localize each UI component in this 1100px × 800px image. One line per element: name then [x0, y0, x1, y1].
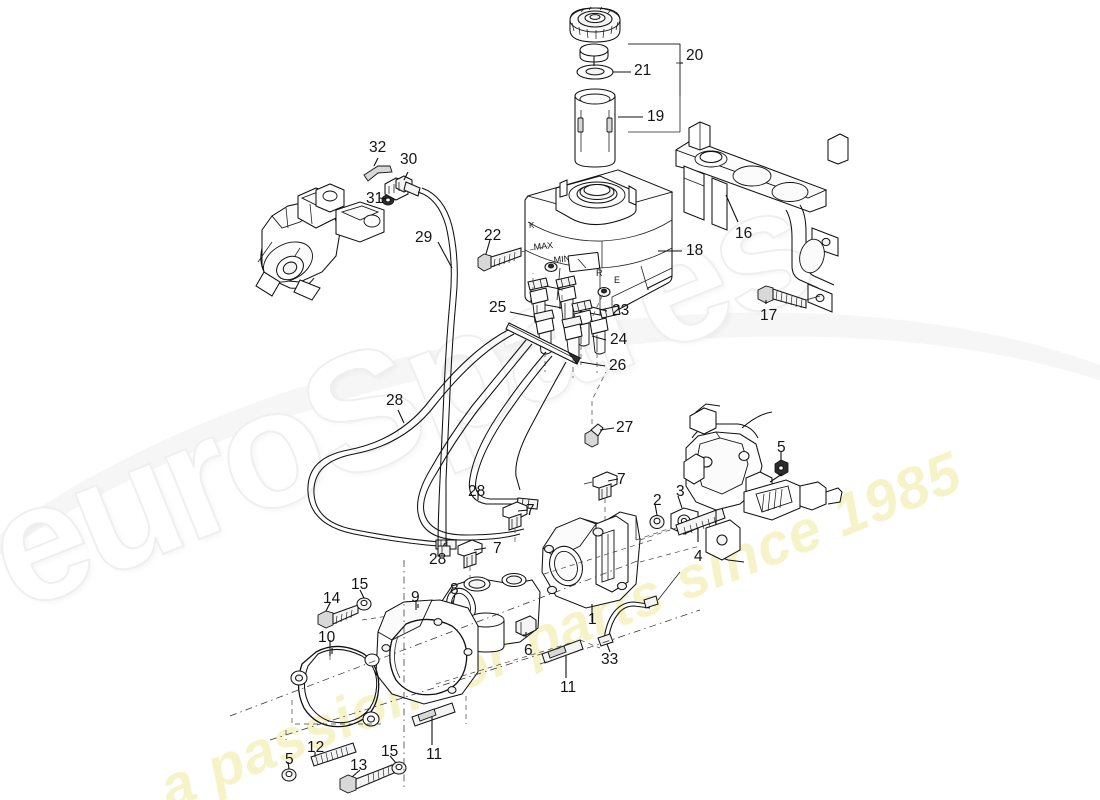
callout-11-b: 11: [426, 746, 443, 763]
callout-13: 13: [350, 757, 368, 774]
sleeve-23: [571, 299, 593, 313]
steering-knuckle-assembly: [683, 403, 843, 563]
elbow-union-7a: [583, 471, 619, 501]
callout-26: 26: [609, 357, 627, 374]
washer-15a: [356, 589, 372, 611]
reservoir-cap-20: [569, 6, 621, 66]
stud-4: [639, 507, 726, 542]
bolt-27: [584, 371, 615, 448]
callout-28-c: 28: [429, 551, 447, 568]
elbow-union-7c: [457, 539, 487, 569]
stud-12: [310, 742, 357, 767]
callout-20: 20: [686, 47, 704, 64]
callout-6: 6: [524, 642, 533, 659]
stud-11b: [411, 702, 456, 745]
banjo-fitting-30: [384, 171, 421, 201]
callout-19: 19: [647, 108, 665, 125]
vacuum-booster-9: [375, 599, 479, 705]
callout-29: 29: [415, 229, 433, 246]
callout-7-c: 7: [493, 540, 502, 557]
nut-5r: [774, 452, 789, 477]
callout-33: 33: [601, 651, 619, 668]
fittings-group: [505, 273, 621, 378]
booster-housing-1: [541, 511, 701, 622]
callout-15-a: 15: [351, 576, 369, 593]
callout-14: 14: [323, 590, 341, 607]
callout-16: 16: [735, 225, 753, 242]
callout-5-right: 5: [777, 439, 786, 456]
filler-tube-19: [574, 88, 643, 168]
union-25a: [533, 309, 555, 355]
callout-7-b: 7: [526, 502, 535, 519]
sleeve-b: [555, 275, 577, 289]
svg-text:MAX: MAX: [533, 240, 553, 252]
svg-text:R: R: [596, 268, 603, 278]
bolt-14: [317, 602, 359, 629]
callout-15-b: 15: [381, 743, 399, 760]
callout-22: 22: [484, 227, 502, 244]
pin-26: [505, 322, 581, 365]
stud-11a: [541, 639, 584, 678]
washer-5b: [281, 761, 297, 782]
callout-27: 27: [616, 419, 634, 436]
svg-text:E: E: [614, 275, 620, 285]
bolt-17: [757, 285, 821, 309]
callout-25: 25: [489, 299, 507, 316]
callout-12: 12: [307, 739, 325, 756]
callout-30: 30: [400, 151, 418, 168]
callout-8: 8: [450, 581, 459, 598]
callout-11-a: 11: [560, 679, 577, 696]
callout-9: 9: [411, 589, 420, 606]
callout-7-a: 7: [617, 471, 626, 488]
bolt-22: [477, 239, 549, 272]
callout-18: 18: [686, 242, 704, 259]
reservoir-bracket-16: [674, 121, 849, 313]
callout-32: 32: [369, 139, 387, 156]
callout-24: 24: [610, 331, 628, 348]
callout-23: 23: [612, 302, 630, 319]
master-cylinder-6: [437, 572, 541, 653]
seal-ring-21: [576, 64, 614, 80]
callout-2: 2: [653, 492, 662, 509]
callout-10: 10: [318, 629, 336, 646]
callout-17: 17: [760, 307, 778, 324]
washer-15b: [389, 755, 407, 775]
callout-5-bottom: 5: [285, 751, 294, 768]
bolt-13: [339, 764, 395, 794]
brake-pipe-33: [597, 571, 681, 653]
sleeve-23b: [599, 305, 621, 319]
reservoir-18: MAX MIN R E K: [524, 169, 682, 316]
callout-21: 21: [634, 62, 652, 79]
hydraulic-pump: [255, 183, 385, 301]
svg-text:MIN: MIN: [553, 253, 570, 265]
washer-2: [649, 503, 665, 530]
pump-hose-29: [417, 187, 458, 557]
callout-28-b: 28: [468, 483, 486, 500]
callout-28-a: 28: [386, 392, 404, 409]
callout-4: 4: [694, 548, 703, 565]
callout-3: 3: [676, 483, 685, 500]
callout-31: 31: [366, 190, 384, 207]
elbow-union-7b: [502, 501, 529, 531]
callout-1: 1: [588, 611, 597, 628]
clip-32: [363, 157, 393, 182]
construction-axes: [229, 539, 701, 790]
group-cap-bracket: [612, 43, 683, 133]
svg-text:K: K: [529, 221, 535, 230]
gasket-10: [290, 640, 380, 728]
